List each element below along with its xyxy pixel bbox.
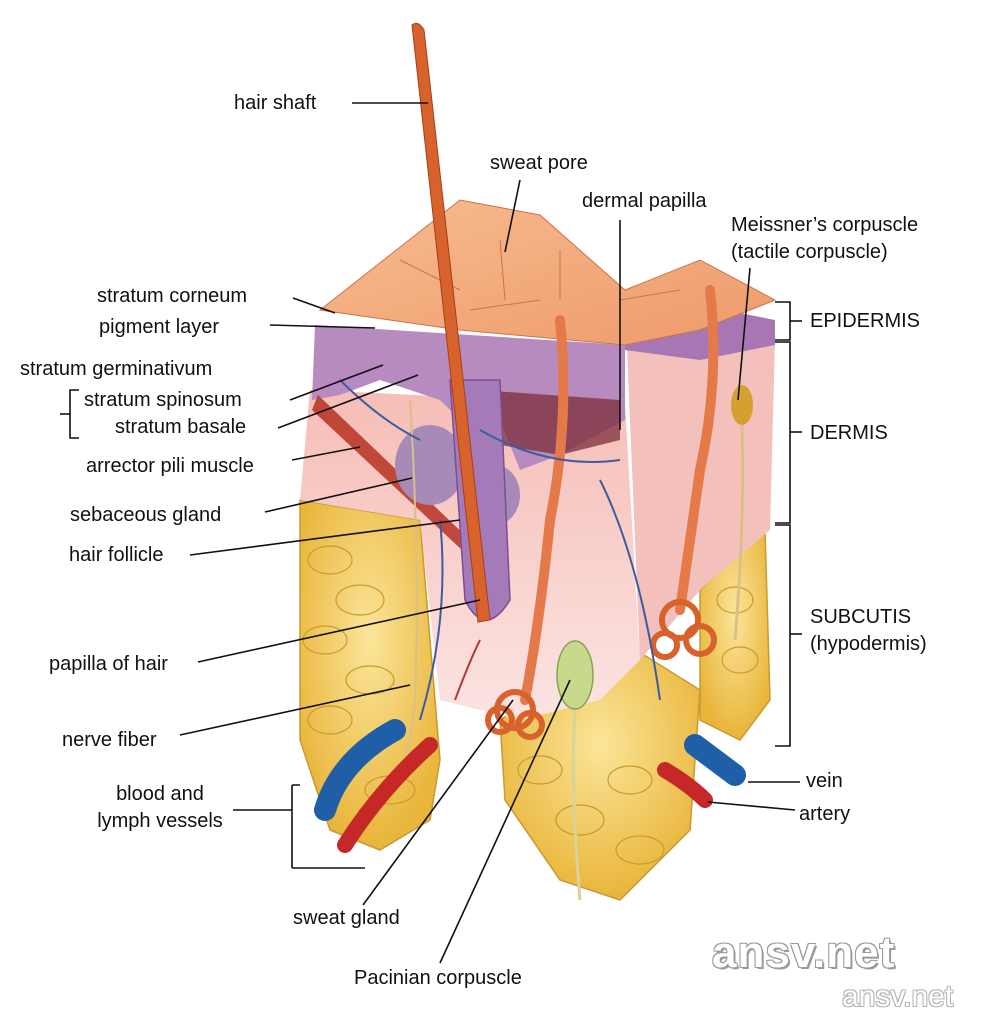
leader-lines <box>60 102 802 964</box>
blood-vessels <box>314 719 746 853</box>
arrector-pili-muscle-shape <box>312 395 470 550</box>
pacinian-corpuscle-shape <box>556 640 594 710</box>
label-arrector-pili-muscle: arrector pili muscle <box>86 455 254 477</box>
label-blood-lymph-vessels: blood and lymph vessels <box>97 783 223 832</box>
label-stratum-basale: stratum basale <box>115 416 247 438</box>
label-hair-follicle: hair follicle <box>69 544 164 566</box>
skin-surface <box>318 199 777 346</box>
hair-shaft-shape <box>411 22 491 623</box>
label-sweat-gland: sweat gland <box>293 907 400 929</box>
meissner-corpuscle-shape <box>731 385 753 425</box>
label-hair-shaft: hair shaft <box>234 92 317 114</box>
label-stratum-corneum: stratum corneum <box>97 285 248 307</box>
label-dermal-papilla: dermal papilla <box>582 190 707 212</box>
watermark-large: ansv.net <box>712 928 896 977</box>
label-meissner-corpuscle: Meissner’s corpuscle (tactile corpuscle) <box>731 214 919 263</box>
sweat-duct-right <box>675 285 719 615</box>
label-epidermis: EPIDERMIS <box>810 310 921 332</box>
pacinian-nerve <box>571 709 582 901</box>
label-sweat-pore: sweat pore <box>490 152 588 174</box>
label-subcutis: SUBCUTIS (hypodermis) <box>810 606 927 655</box>
label-vein: vein <box>806 770 843 792</box>
label-pacinian-corpuscle: Pacinian corpuscle <box>354 967 522 989</box>
label-dermis: DERMIS <box>810 422 888 444</box>
label-nerve-fiber: nerve fiber <box>62 729 157 751</box>
sweat-gland-coil <box>485 599 717 740</box>
sweat-duct <box>520 315 569 705</box>
watermark-small: ansv.net <box>842 980 954 1013</box>
label-papilla-of-hair: papilla of hair <box>49 653 168 675</box>
label-stratum-spinosum: stratum spinosum <box>84 389 242 411</box>
label-sebaceous-gland: sebaceous gland <box>70 504 222 526</box>
label-pigment-layer: pigment layer <box>99 316 220 338</box>
nerve-fiber-lines <box>339 379 661 831</box>
label-stratum-germinativum: stratum germinativum <box>20 358 213 380</box>
label-artery: artery <box>799 803 851 825</box>
meissner-nerve <box>733 424 745 641</box>
